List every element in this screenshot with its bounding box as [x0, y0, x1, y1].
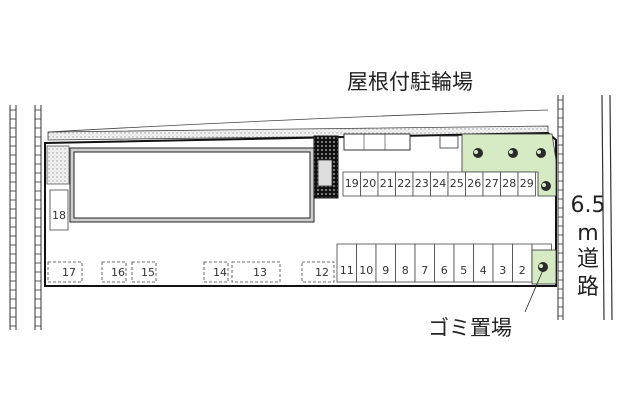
top-boundary	[47, 109, 549, 133]
parking-number: 8	[402, 264, 409, 277]
parking-number: 12	[315, 266, 329, 279]
parking-space: 26	[465, 171, 484, 197]
parking-number: 16	[111, 266, 125, 279]
building	[69, 147, 315, 223]
parking-space: 10	[356, 243, 377, 283]
parking-number: 21	[380, 177, 394, 190]
parking-space: 17	[47, 261, 83, 283]
parking-space: 15	[131, 261, 157, 283]
parking-number: 18	[52, 209, 66, 222]
parking-space: 12	[301, 261, 335, 283]
shrubs	[473, 148, 551, 191]
parking-space: 9	[375, 243, 396, 283]
garbage-leader-line	[524, 269, 544, 313]
parking-number: 11	[340, 264, 354, 277]
parking-space: 27	[482, 171, 501, 197]
parking-number: 3	[499, 264, 506, 277]
parking-number: 10	[359, 264, 373, 277]
parking-space: 13	[231, 261, 281, 283]
parking-space: 14	[203, 261, 229, 283]
parking-number: 23	[415, 177, 429, 190]
parking-number: 26	[467, 177, 481, 190]
parking-number: 20	[362, 177, 376, 190]
parking-row-left: 17 16 15 14 13 12	[47, 261, 335, 283]
road-width: 6.5	[571, 193, 606, 218]
parking-number: 2	[519, 264, 526, 277]
parking-space: 6	[434, 243, 455, 283]
parking-space: 29	[517, 171, 536, 197]
bicycle-parking-label: 屋根付駐輪場	[347, 70, 473, 94]
road-word-1: 道	[577, 247, 599, 272]
parking-space: 16	[101, 261, 127, 283]
road-word-2: 路	[577, 275, 599, 300]
parking-space: 4	[473, 243, 494, 283]
parking-number: 25	[450, 177, 464, 190]
road-label: 6.5 m 道 路	[571, 193, 606, 300]
bicycle-parking-shelter	[343, 133, 459, 151]
parking-number: 6	[441, 264, 448, 277]
parking-space: 7	[414, 243, 435, 283]
road-unit: m	[577, 221, 598, 246]
parking-space: 24	[430, 171, 449, 197]
parking-space: 21	[377, 171, 396, 197]
parking-number: 5	[460, 264, 467, 277]
parking-space: 8	[395, 243, 416, 283]
parking-space: 20	[360, 171, 379, 197]
parking-space: 25	[447, 171, 466, 197]
parking-number: 7	[421, 264, 428, 277]
parking-number: 27	[485, 177, 499, 190]
parking-space: 2	[512, 243, 533, 283]
parking-number: 13	[253, 266, 267, 279]
garbage-label: ゴミ置場	[428, 316, 512, 340]
parking-number: 9	[382, 264, 389, 277]
parking-number: 15	[141, 266, 155, 279]
parking-number: 28	[502, 177, 516, 190]
parking-number: 17	[62, 266, 76, 279]
parking-number: 19	[345, 177, 359, 190]
parking-space: 23	[412, 171, 431, 197]
garbage-area	[531, 249, 557, 285]
parking-number: 4	[480, 264, 487, 277]
parking-space: 22	[395, 171, 414, 197]
parking-space: 19	[342, 171, 361, 197]
left-fence	[9, 105, 42, 330]
parking-number: 14	[213, 266, 227, 279]
parking-number: 22	[397, 177, 411, 190]
parking-space: 3	[492, 243, 513, 283]
parking-space-18: 18	[49, 189, 69, 231]
parking-number: 29	[520, 177, 534, 190]
parking-space: 5	[453, 243, 474, 283]
parking-space: 28	[500, 171, 519, 197]
road-edges	[557, 94, 613, 321]
corner-planting	[46, 145, 70, 185]
parking-number: 24	[432, 177, 446, 190]
parking-space: 11	[336, 243, 357, 283]
